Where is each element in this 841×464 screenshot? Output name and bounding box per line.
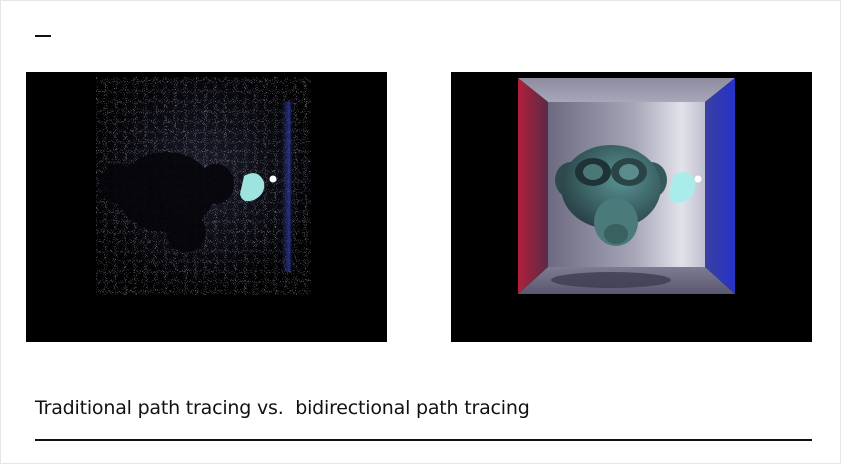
light-source bbox=[269, 175, 277, 183]
noisy-render-image bbox=[26, 72, 387, 342]
caption-underline bbox=[35, 439, 812, 441]
ceiling bbox=[518, 78, 735, 102]
blue-wall bbox=[705, 78, 735, 294]
lit-ear bbox=[240, 173, 265, 202]
light-source bbox=[694, 175, 702, 183]
right-wall-hint bbox=[278, 102, 294, 272]
clean-render-image bbox=[451, 72, 812, 342]
render-bidirectional-path-tracing bbox=[451, 72, 812, 342]
render-traditional-path-tracing bbox=[26, 72, 387, 342]
red-wall bbox=[518, 78, 548, 294]
monkey-silhouette bbox=[100, 152, 234, 252]
slide-caption: Traditional path tracing vs. bidirection… bbox=[35, 397, 530, 419]
lit-ear bbox=[669, 172, 696, 203]
slide-dash-marker bbox=[35, 35, 51, 37]
floor-shadow bbox=[551, 272, 671, 288]
monkey-head bbox=[555, 145, 667, 246]
